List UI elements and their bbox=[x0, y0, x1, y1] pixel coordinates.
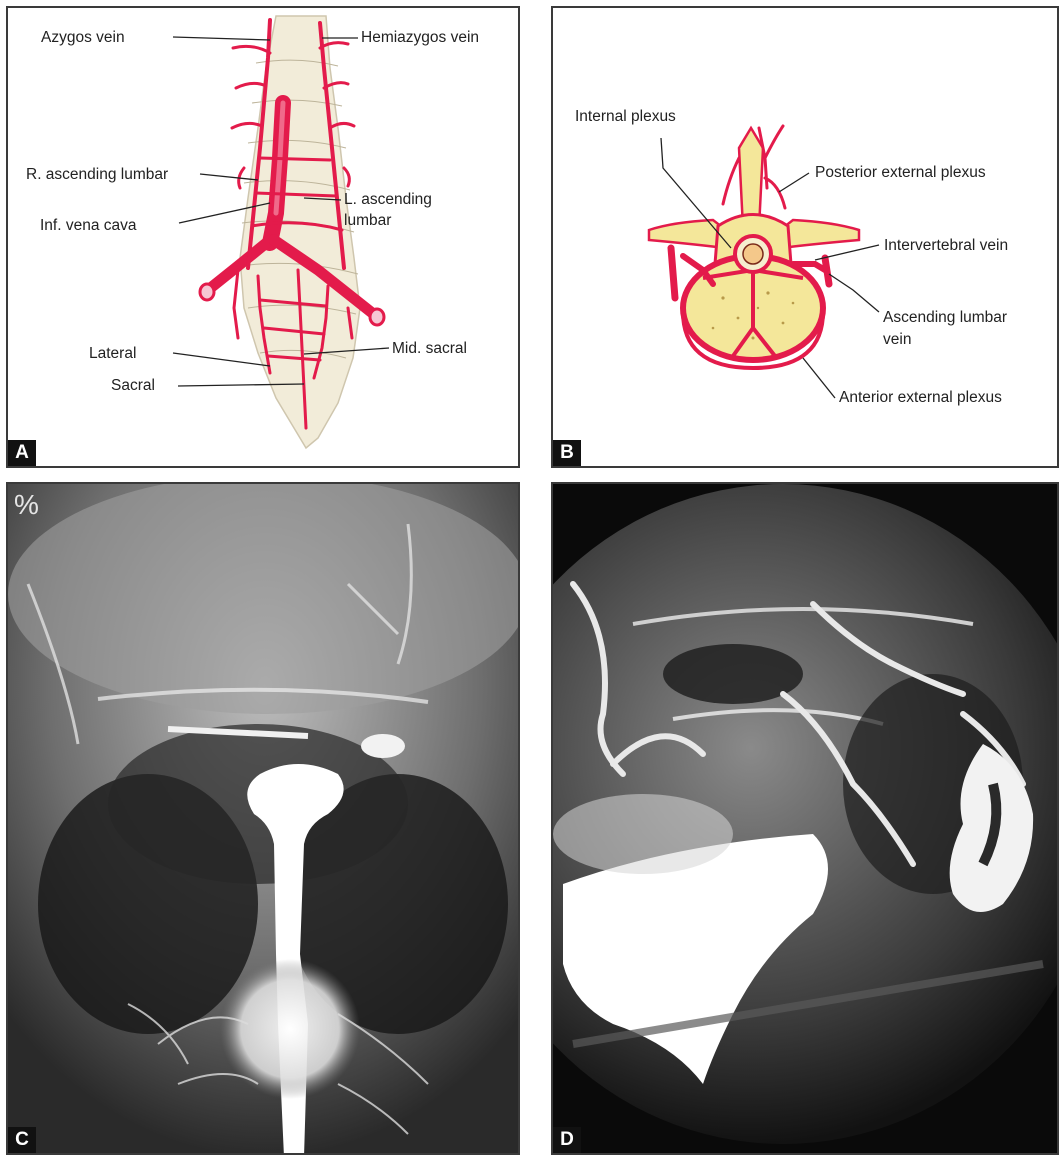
label-l-ascending-lumbar-line1: L. ascending bbox=[344, 191, 432, 208]
label-sacral: Sacral bbox=[111, 377, 155, 394]
panel-d-venogram-radiograph: D bbox=[551, 482, 1059, 1155]
label-intervertebral-vein: Intervertebral vein bbox=[884, 237, 1008, 254]
panel-a-venous-anatomy-diagram: Azygos vein Hemiazygos vein R. ascending… bbox=[6, 6, 520, 468]
panel-a-illustration: Azygos vein Hemiazygos vein R. ascending… bbox=[8, 8, 520, 468]
label-anterior-external-plexus: Anterior external plexus bbox=[839, 389, 1002, 406]
spinal-cord bbox=[743, 244, 763, 264]
ascending-lumbar-vein-right bbox=[671, 248, 675, 298]
label-ascending-lumbar-vein-line2: vein bbox=[883, 331, 911, 348]
spinous-process bbox=[739, 128, 763, 228]
panel-c-radiograph-image: % bbox=[8, 484, 520, 1155]
label-inf-vena-cava: Inf. vena cava bbox=[40, 217, 137, 234]
panel-letter-d: D bbox=[553, 1127, 581, 1153]
ascending-lumbar-vein-left bbox=[825, 258, 829, 284]
panel-c-venogram-radiograph: % C bbox=[6, 482, 520, 1155]
panel-b-illustration: Internal plexus Posterior external plexu… bbox=[553, 8, 1059, 468]
label-l-ascending-lumbar-line2: lumbar bbox=[344, 212, 391, 229]
label-ascending-lumbar-vein-line1: Ascending lumbar bbox=[883, 309, 1007, 326]
label-lateral: Lateral bbox=[89, 345, 136, 362]
label-hemiazygos-vein: Hemiazygos vein bbox=[361, 29, 479, 46]
panel-letter-c: C bbox=[8, 1127, 36, 1153]
panel-letter-a: A bbox=[8, 440, 36, 466]
panel-b-vertebral-plexus-diagram: Internal plexus Posterior external plexu… bbox=[551, 6, 1059, 468]
label-internal-plexus: Internal plexus bbox=[575, 108, 676, 125]
label-r-ascending-lumbar: R. ascending lumbar bbox=[26, 166, 168, 183]
label-azygos-vein: Azygos vein bbox=[41, 29, 125, 46]
panel-d-radiograph-image bbox=[553, 484, 1059, 1155]
label-posterior-external-plexus: Posterior external plexus bbox=[815, 164, 986, 181]
panel-letter-b: B bbox=[553, 440, 581, 466]
label-mid-sacral: Mid. sacral bbox=[392, 340, 467, 357]
panel-c-watermark: % bbox=[14, 489, 39, 520]
